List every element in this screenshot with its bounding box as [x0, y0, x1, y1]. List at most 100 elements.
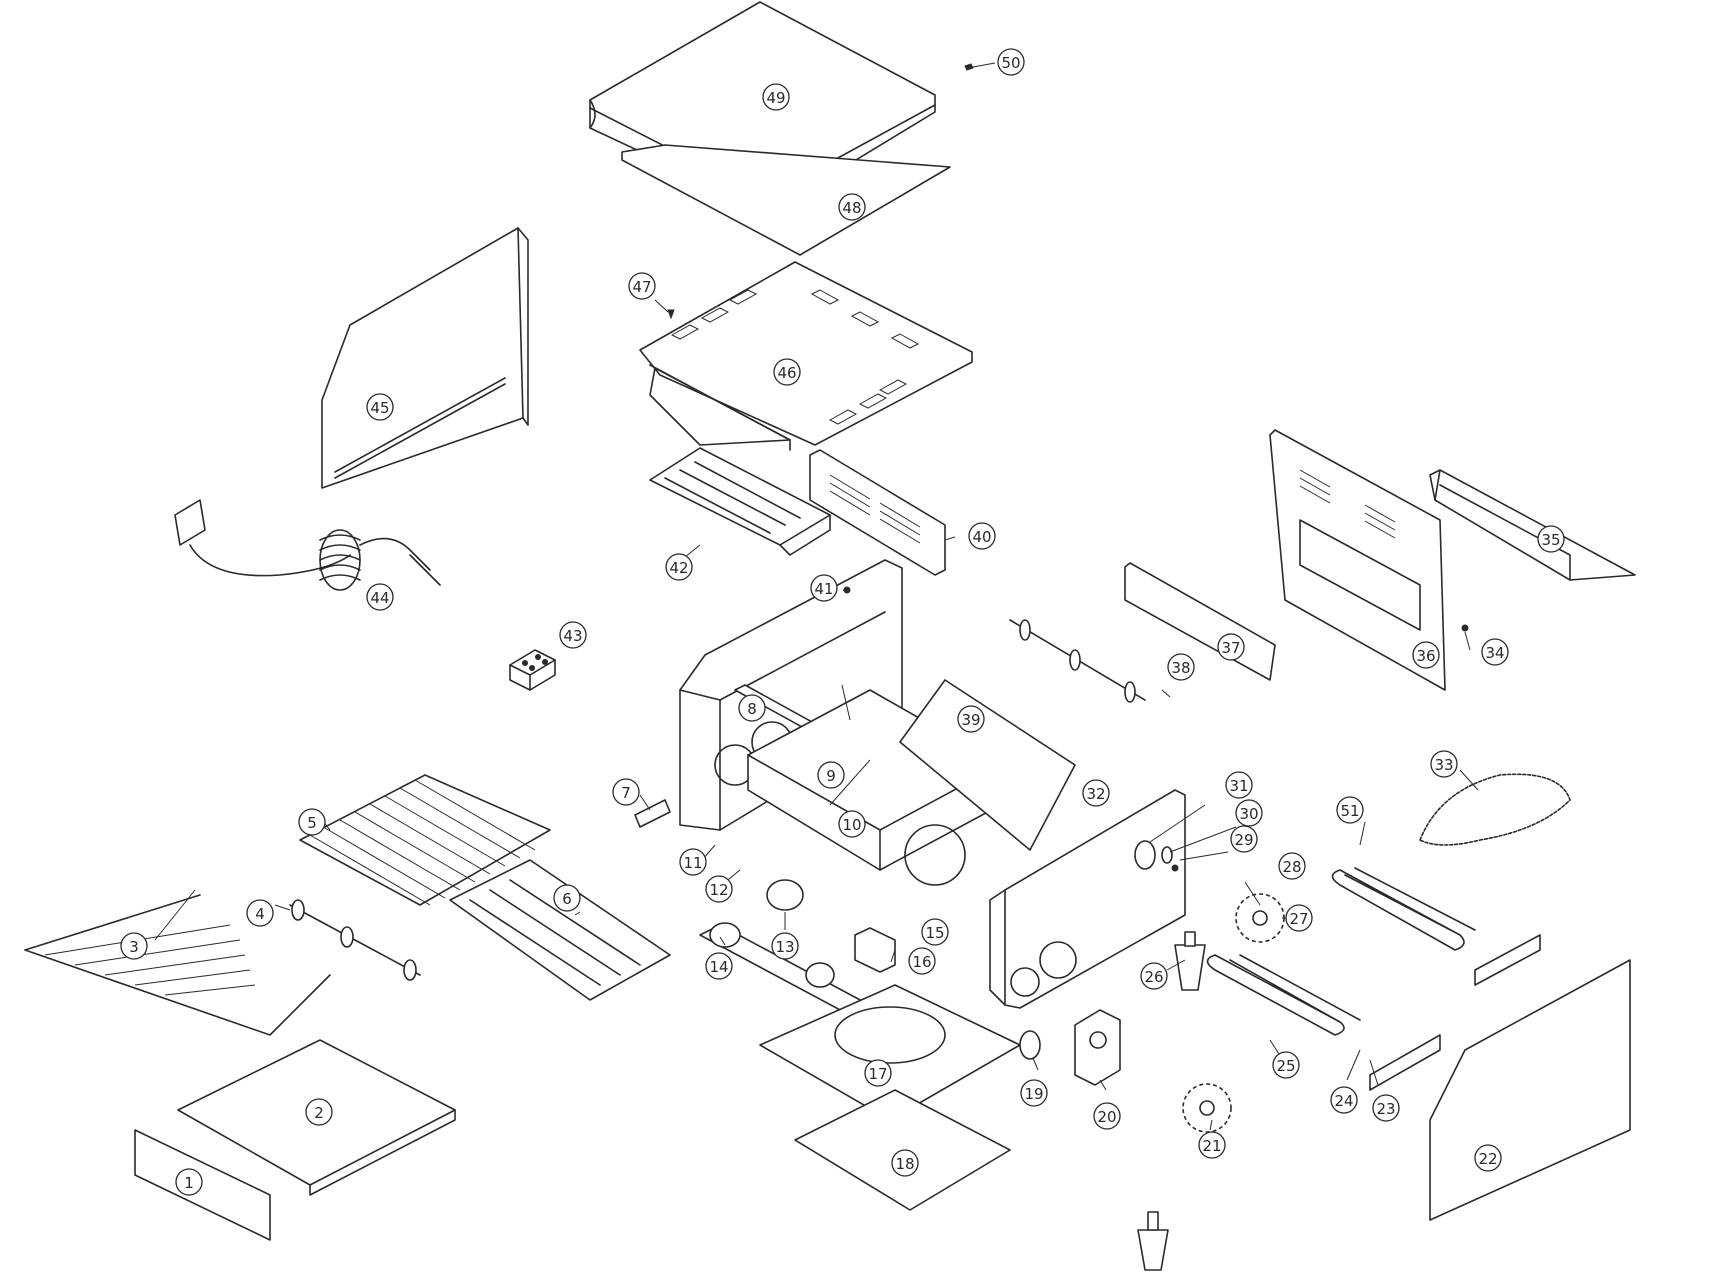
callout-number: 11 [683, 854, 702, 872]
callout-number: 48 [842, 199, 861, 217]
callout-circle [553, 884, 581, 912]
callout-circle [1082, 779, 1110, 807]
callout-circle [762, 83, 790, 111]
callout-number: 37 [1221, 639, 1240, 657]
callout-34: 34 [1481, 638, 1509, 666]
callout-number: 26 [1144, 968, 1163, 986]
part-power-cord [174, 499, 441, 591]
callout-number: 21 [1202, 1137, 1221, 1155]
part-front-panel [1269, 429, 1446, 691]
callout-number: 14 [709, 958, 728, 976]
part-screw-34 [1461, 624, 1469, 632]
callout-46: 46 [773, 358, 801, 386]
callout-number: 43 [563, 627, 582, 645]
callout-circle [679, 848, 707, 876]
callout-circle [305, 1098, 333, 1126]
callout-29: 29 [1230, 825, 1258, 853]
callout-number: 18 [895, 1155, 914, 1173]
callout-circle [628, 272, 656, 300]
callout-2: 2 [305, 1098, 333, 1126]
callout-number: 1 [184, 1174, 194, 1192]
callout-circle [665, 553, 693, 581]
callout-number: 24 [1334, 1092, 1353, 1110]
callout-circle [891, 1149, 919, 1177]
callout-circle [921, 918, 949, 946]
callout-number: 33 [1434, 756, 1453, 774]
callout-31: 31 [1225, 771, 1253, 799]
callout-48: 48 [838, 193, 866, 221]
callout-circle [997, 48, 1025, 76]
callout-45: 45 [366, 393, 394, 421]
callout-circle [1217, 633, 1245, 661]
callout-number: 4 [255, 905, 265, 923]
callout-12: 12 [705, 875, 733, 903]
callout-circle [864, 1059, 892, 1087]
callout-number: 20 [1097, 1108, 1116, 1126]
part-guard [1124, 562, 1276, 681]
callout-circle [1336, 796, 1364, 824]
callout-layer: 1234567891011121314151617181920212223242… [120, 48, 1565, 1196]
callout-number: 47 [632, 278, 651, 296]
part-chain [1419, 773, 1571, 846]
part-drive-shaft [1009, 619, 1146, 703]
callout-circle [298, 808, 326, 836]
callout-circle [1278, 852, 1306, 880]
callout-number: 23 [1376, 1100, 1395, 1118]
callout-number: 32 [1086, 785, 1105, 803]
part-screw-47 [667, 309, 675, 320]
callout-number: 27 [1289, 910, 1308, 928]
callout-26: 26 [1140, 962, 1168, 990]
callout-22: 22 [1474, 1144, 1502, 1172]
callout-circle [817, 761, 845, 789]
part-back-panel [899, 679, 1076, 851]
callout-circle [366, 393, 394, 421]
callout-circle [1225, 771, 1253, 799]
callout-17: 17 [864, 1059, 892, 1087]
callout-8: 8 [738, 694, 766, 722]
callout-number: 9 [826, 767, 836, 785]
part-washers [1134, 840, 1179, 872]
part-bracket-lower [1369, 1034, 1441, 1091]
callout-number: 41 [814, 580, 833, 598]
callout-number: 44 [370, 589, 389, 607]
part-foot [1174, 931, 1206, 991]
callout-circle [1140, 962, 1168, 990]
callout-circle [968, 522, 996, 550]
callout-circle [1020, 1079, 1048, 1107]
callout-circle [175, 1168, 203, 1196]
part-screw-50 [964, 63, 974, 71]
part-conveyor-belt [299, 774, 551, 906]
callout-25: 25 [1272, 1051, 1300, 1079]
callout-circle [1230, 825, 1258, 853]
part-base-plate [759, 984, 1021, 1121]
callout-circle [810, 574, 838, 602]
callout-circle [1430, 750, 1458, 778]
callout-circle [612, 778, 640, 806]
callout-49: 49 [762, 83, 790, 111]
callout-number: 42 [669, 559, 688, 577]
callout-number: 49 [766, 89, 785, 107]
callout-7: 7 [612, 778, 640, 806]
callout-44: 44 [366, 583, 394, 611]
callout-5: 5 [298, 808, 326, 836]
callout-number: 16 [912, 953, 931, 971]
callout-number: 30 [1239, 805, 1258, 823]
callout-number: 7 [621, 784, 631, 802]
callout-number: 28 [1282, 858, 1301, 876]
part-sprocket-lower [1182, 1083, 1232, 1133]
callout-circle [738, 694, 766, 722]
callout-24: 24 [1330, 1086, 1358, 1114]
callout-11: 11 [679, 848, 707, 876]
callout-15: 15 [921, 918, 949, 946]
callout-4: 4 [246, 899, 274, 927]
callout-14: 14 [705, 952, 733, 980]
callout-number: 36 [1416, 647, 1435, 665]
callout-circle [559, 621, 587, 649]
part-cover-plate [621, 144, 951, 256]
callout-number: 3 [129, 938, 139, 956]
callout-number: 45 [370, 399, 389, 417]
callout-number: 22 [1478, 1150, 1497, 1168]
part-side-panel-right [1429, 959, 1631, 1221]
callout-16: 16 [908, 947, 936, 975]
